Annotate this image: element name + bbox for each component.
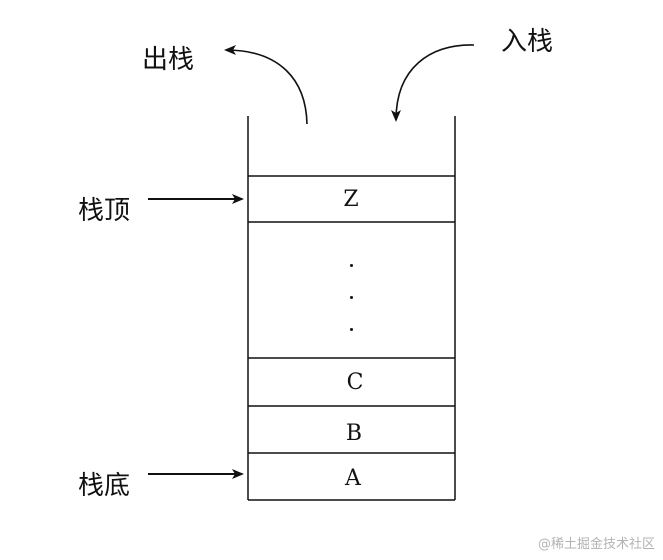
stack-bottom-label: 栈底 <box>78 471 131 501</box>
ellipsis-dot-1 <box>350 264 353 267</box>
push-label: 入栈 <box>501 27 554 57</box>
watermark-text: @稀土掘金技术社区 <box>537 537 655 552</box>
cell-b: B <box>345 421 363 446</box>
pop-label: 出栈 <box>142 45 195 75</box>
ellipsis-dot-2 <box>350 296 353 299</box>
cell-z: Z <box>343 187 359 212</box>
stack-top-label: 栈顶 <box>78 196 131 226</box>
cell-a: A <box>345 466 361 491</box>
ellipsis-dot-3 <box>350 328 353 331</box>
pop-arrow <box>224 45 308 125</box>
push-arrow <box>391 44 475 122</box>
cell-c: C <box>346 370 364 395</box>
